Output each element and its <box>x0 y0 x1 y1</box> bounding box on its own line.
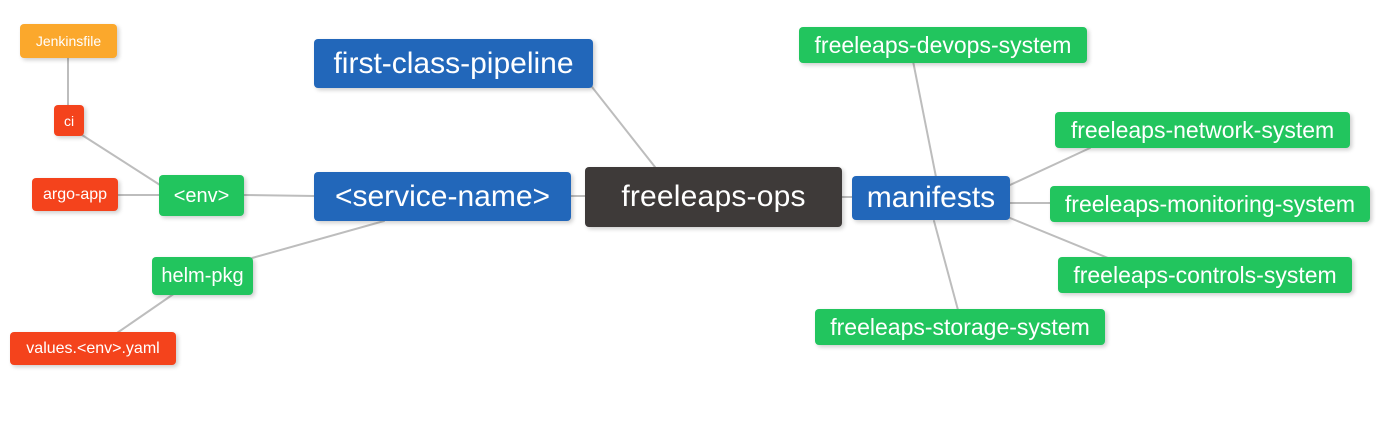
node-label: freeleaps-ops <box>621 180 806 213</box>
node-ci[interactable]: ci <box>54 105 84 136</box>
node-label: freeleaps-network-system <box>1070 116 1335 143</box>
node-label: freeleaps-controls-system <box>1073 261 1337 288</box>
node-label: argo-app <box>42 185 108 203</box>
node-first-class-pipeline[interactable]: first-class-pipeline <box>314 39 593 88</box>
node-values-env-yaml[interactable]: values.<env>.yaml <box>10 332 176 365</box>
node-label: values.<env>.yaml <box>26 339 160 357</box>
node-service-name[interactable]: <service-name> <box>314 172 571 221</box>
node-label: manifests <box>866 181 996 214</box>
node-freeleaps-devops-system[interactable]: freeleaps-devops-system <box>799 27 1087 63</box>
node-label: freeleaps-storage-system <box>830 313 1090 340</box>
edge-env-servicename <box>242 194 316 197</box>
node-freeleaps-ops[interactable]: freeleaps-ops <box>585 167 842 227</box>
edge-firstclasspipeline-freeleapsops <box>591 86 656 168</box>
node-env[interactable]: <env> <box>159 175 244 216</box>
node-jenkinsfile[interactable]: Jenkinsfile <box>20 24 117 58</box>
node-label: ci <box>63 112 75 129</box>
edge-manifests-devops <box>912 60 937 178</box>
edge-helmpkg-servicename <box>251 220 385 259</box>
node-freeleaps-network-system[interactable]: freeleaps-network-system <box>1055 112 1350 148</box>
edge-manifests-storage <box>933 220 959 311</box>
edge-manifests-controls <box>1009 217 1109 259</box>
node-label: helm-pkg <box>161 265 244 287</box>
node-freeleaps-storage-system[interactable]: freeleaps-storage-system <box>815 309 1105 345</box>
node-argo-app[interactable]: argo-app <box>32 178 118 211</box>
node-label: <service-name> <box>334 179 551 213</box>
node-label: freeleaps-devops-system <box>814 31 1072 58</box>
node-label: <env> <box>173 184 230 207</box>
node-freeleaps-controls-system[interactable]: freeleaps-controls-system <box>1058 257 1352 293</box>
node-helm-pkg[interactable]: helm-pkg <box>152 257 253 295</box>
node-freeleaps-monitoring-system[interactable]: freeleaps-monitoring-system <box>1050 186 1370 222</box>
node-label: first-class-pipeline <box>333 46 574 80</box>
edge-values-helmpkg <box>116 292 176 334</box>
edge-manifests-network <box>1009 147 1091 186</box>
node-manifests[interactable]: manifests <box>852 176 1010 220</box>
node-label: Jenkinsfile <box>35 33 102 49</box>
node-label: freeleaps-monitoring-system <box>1064 190 1356 217</box>
